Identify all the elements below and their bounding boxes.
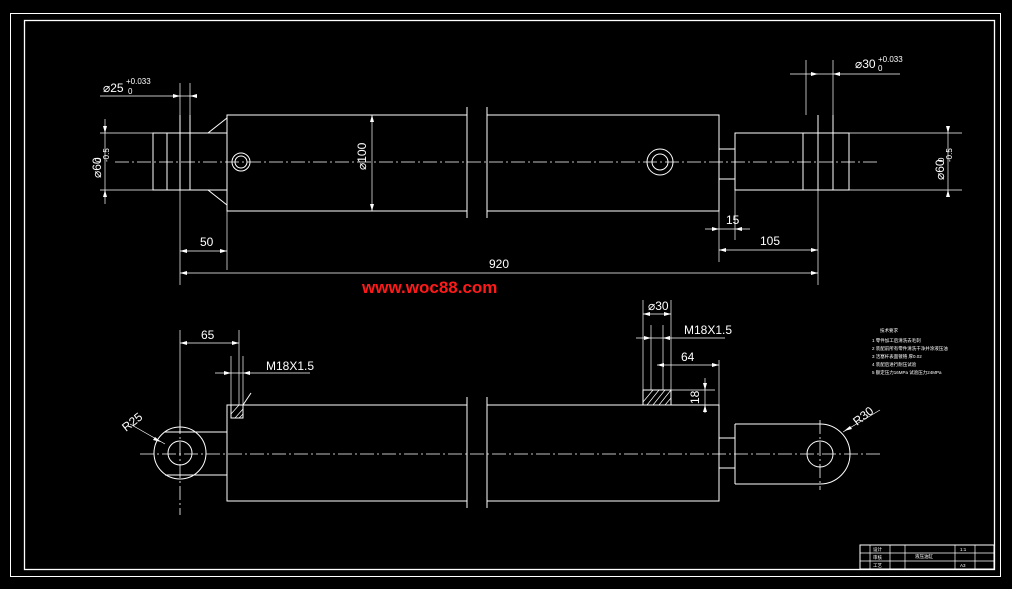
barrel-bottom-right: [486, 404, 720, 502]
port-boss-left: [230, 404, 244, 419]
notes-item: 1 零件加工后清洗去毛刺: [872, 337, 921, 344]
dim-port-dia30: ⌀30: [648, 299, 669, 313]
dim-len-18: 18: [688, 390, 702, 404]
title-cell: A3: [960, 563, 966, 568]
svg-text:0: 0: [94, 157, 103, 162]
title-cell: 审核: [873, 554, 882, 561]
title-block: 设计 液压油缸 1:1 审核 工艺 A3: [859, 544, 995, 570]
svg-text:0: 0: [128, 87, 133, 96]
technical-notes: 技术要求 1 零件加工后清洗去毛刺 2 装配前所有零件清洗干净并涂液压油 3 活…: [872, 327, 948, 376]
dim-len-50: 50: [200, 235, 214, 249]
svg-text:+0.033: +0.033: [878, 55, 903, 64]
dim-thread-left: M18X1.5: [266, 359, 314, 373]
inner-frame: [23, 19, 996, 571]
watermark-text: www.woc88.com: [361, 278, 497, 297]
right-end-fitting: [734, 132, 850, 191]
rod-stub-bottom: [718, 437, 736, 469]
notes-title: 技术要求: [880, 327, 898, 334]
port-boss-right: [642, 389, 672, 406]
title-cell: 1:1: [960, 547, 967, 552]
svg-text:-0.5: -0.5: [945, 148, 954, 162]
dim-len-65: 65: [201, 328, 215, 342]
svg-text:0: 0: [937, 157, 946, 162]
dim-left-dia60: ⌀60: [90, 157, 104, 178]
svg-text:+0.033: +0.033: [126, 77, 151, 86]
notes-item: 5 额定压力16MPa 试验压力24MPa: [872, 369, 942, 376]
dim-len-920: 920: [489, 257, 509, 271]
dim-thread-right: M18X1.5: [684, 323, 732, 337]
notes-item: 2 装配前所有零件清洗干净并涂液压油: [872, 345, 948, 352]
barrel-left: [226, 114, 468, 212]
title-cell: 液压油缸: [915, 553, 933, 560]
svg-text:0: 0: [878, 64, 883, 73]
rod-stub: [718, 148, 736, 180]
dim-len-105: 105: [760, 234, 780, 248]
title-cell: 工艺: [873, 563, 882, 568]
barrel-bottom-left: [226, 404, 468, 502]
dim-radius-r30: R30: [850, 404, 876, 429]
dim-right-dia30: ⌀30: [855, 57, 876, 71]
notes-item: 4 装配后进行耐压试验: [872, 361, 917, 368]
dim-barrel-dia100: ⌀100: [355, 142, 369, 170]
dim-len-64: 64: [681, 350, 695, 364]
svg-text:-0.5: -0.5: [102, 148, 111, 162]
bottom-view: R25 R30 65 M18X1.5 ⌀30 M18X1.5 64: [119, 299, 881, 515]
dim-left-dia25: ⌀25: [103, 81, 124, 95]
notes-item: 3 活塞杆表面镀铬 厚0.02: [872, 353, 922, 360]
title-cell: 设计: [873, 546, 882, 553]
dim-right-dia60: ⌀60: [933, 159, 947, 180]
top-view: ⌀60 0 -0.5 ⌀25 +0.033 0 ⌀100 ⌀30 +0.033 …: [90, 55, 962, 285]
dim-len-15: 15: [726, 213, 740, 227]
barrel-right: [486, 114, 720, 212]
outer-frame: [10, 13, 1001, 577]
